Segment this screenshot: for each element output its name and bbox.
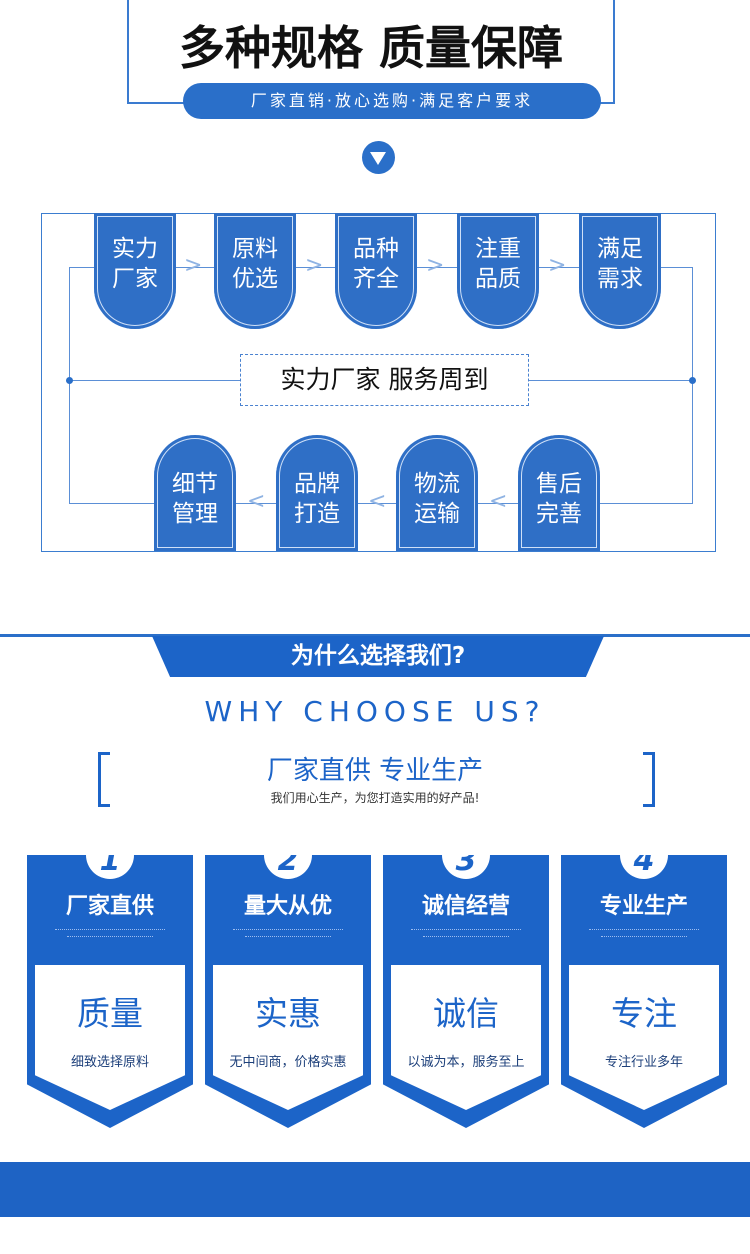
step-text: 注重: [475, 236, 521, 262]
frame-line: [127, 102, 187, 104]
frame-line: [127, 0, 129, 104]
decor-text: [423, 936, 509, 938]
step-text: 品质: [475, 266, 521, 292]
chevron-left-icon: <: [247, 489, 266, 514]
card-number: 3: [442, 855, 490, 879]
card-panel: 质量细致选择原料: [35, 965, 185, 1110]
feature-card: 1 厂家直供 质量细致选择原料: [27, 855, 193, 1128]
card-number: 2: [264, 855, 312, 879]
step-text: 完善: [536, 501, 582, 527]
footer-bar: [0, 1162, 750, 1217]
frame-line: [613, 0, 615, 104]
card-big: 诚信: [433, 994, 499, 1033]
step-text: 品牌: [294, 471, 340, 497]
step-text: 优选: [232, 266, 278, 292]
card-number: 4: [620, 855, 668, 879]
chevron-right-icon: >: [426, 253, 445, 278]
chevron-left-icon: <: [489, 489, 508, 514]
decor-text: [411, 929, 521, 931]
step-text: 物流: [414, 471, 460, 497]
dot: [66, 377, 73, 384]
feature-card: 2 量大从优 实惠无中间商，价格实惠: [205, 855, 371, 1128]
step-text: 品种: [353, 236, 399, 262]
step-text: 细节: [172, 471, 218, 497]
decor-text: [55, 929, 165, 931]
flow-step: 品种齐全: [335, 213, 417, 329]
bracket-left: [98, 752, 110, 807]
step-text: 满足: [597, 236, 643, 262]
step-text: 运输: [414, 501, 460, 527]
dot: [689, 377, 696, 384]
step-text: 原料: [232, 236, 278, 262]
card-number: 1: [86, 855, 134, 879]
tagline-pill: 厂家直销·放心选购·满足客户要求: [183, 83, 601, 119]
flow-step: 售后完善: [518, 435, 600, 551]
why-english: WHY CHOOSE US?: [204, 695, 546, 728]
card-desc: 细致选择原料: [70, 1055, 149, 1070]
step-text: 管理: [172, 501, 218, 527]
step-text: 打造: [294, 501, 340, 527]
feature-card: 4 专业生产 专注专注行业多年: [561, 855, 727, 1128]
card-title: 厂家直供: [65, 894, 154, 919]
card-title: 专业生产: [599, 894, 688, 919]
why-banner: 为什么选择我们?: [152, 636, 604, 677]
chevron-right-icon: >: [305, 253, 324, 278]
card-title: 量大从优: [243, 894, 332, 919]
feature-card: 3 诚信经营 诚信以诚为本，服务至上: [383, 855, 549, 1128]
card-big: 实惠: [255, 994, 321, 1033]
decor-text: [233, 929, 343, 931]
card-panel: 实惠无中间商，价格实惠: [213, 965, 363, 1110]
chevron-right-icon: >: [548, 253, 567, 278]
card-desc: 以诚为本，服务至上: [407, 1055, 525, 1070]
decor-text: [245, 936, 331, 938]
card-panel: 专注专注行业多年: [569, 965, 719, 1110]
flow-step: 满足需求: [579, 213, 661, 329]
flow-step: 品牌打造: [276, 435, 358, 551]
flow-step: 实力厂家: [94, 213, 176, 329]
decor-text: [589, 929, 699, 931]
flow-step: 原料优选: [214, 213, 296, 329]
chevron-right-icon: >: [184, 253, 203, 278]
bracket-right: [643, 752, 655, 807]
step-text: 需求: [597, 266, 643, 292]
card-big: 专注: [611, 994, 677, 1033]
chevron-left-icon: <: [368, 489, 387, 514]
step-text: 齐全: [353, 266, 399, 292]
flow-center-label: 实力厂家 服务周到: [240, 354, 529, 406]
down-arrow-icon: [362, 141, 395, 174]
card-desc: 无中间商，价格实惠: [229, 1055, 347, 1070]
card-title: 诚信经营: [421, 894, 510, 919]
decor-text: [67, 936, 153, 938]
card-big: 质量: [77, 994, 143, 1033]
step-text: 厂家: [112, 266, 158, 292]
decor-text: [601, 936, 687, 938]
why-subtitle: 我们用心生产，为您打造实用的好产品!: [270, 791, 480, 805]
flow-step: 细节管理: [154, 435, 236, 551]
step-text: 售后: [536, 471, 582, 497]
section-line: [0, 634, 750, 637]
step-text: 实力: [112, 236, 158, 262]
why-slogan: 厂家直供 专业生产: [266, 756, 484, 786]
page-title: 多种规格 质量保障: [178, 21, 563, 75]
flow-step: 物流运输: [396, 435, 478, 551]
flow-step: 注重品质: [457, 213, 539, 329]
card-desc: 专注行业多年: [604, 1055, 683, 1070]
card-panel: 诚信以诚为本，服务至上: [391, 965, 541, 1110]
